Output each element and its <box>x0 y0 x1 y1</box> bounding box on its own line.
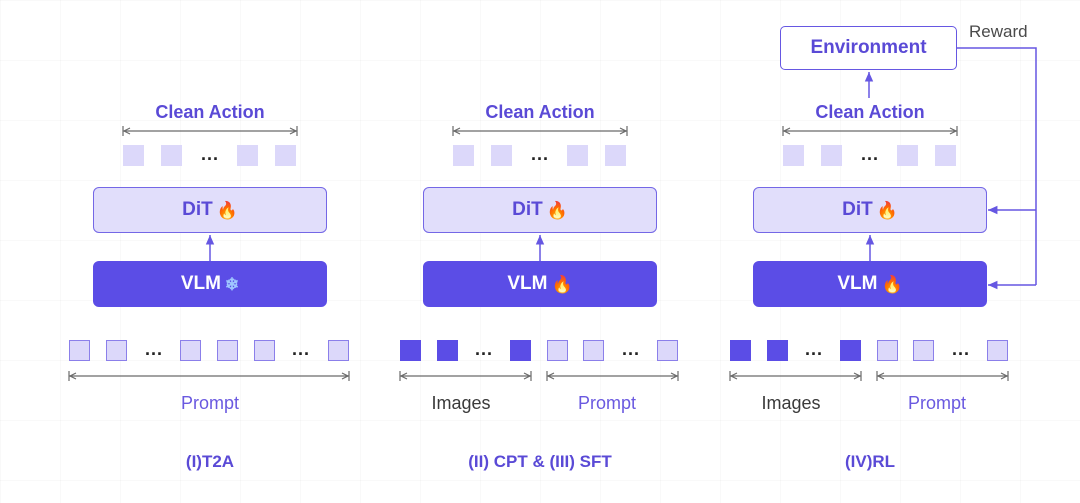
prompt-ellipsis: ... <box>621 339 641 359</box>
prompt-token <box>547 340 568 361</box>
prompt-span-arrow-left <box>68 372 77 380</box>
prompt-token <box>106 340 127 361</box>
action-token <box>161 145 182 166</box>
vlm-box-label: VLM <box>507 273 548 294</box>
prompt-token <box>987 340 1008 361</box>
prompt-token <box>583 340 604 361</box>
dit-box-label: DiT <box>182 199 213 220</box>
environment-box-label: Environment <box>810 37 927 58</box>
prompt-token <box>254 340 275 361</box>
image-token <box>767 340 788 361</box>
image-token <box>840 340 861 361</box>
clean-action-span-arrow-left <box>782 127 791 135</box>
dit-box: DiT🔥 <box>753 187 987 233</box>
fire-icon: 🔥 <box>216 200 238 220</box>
prompt-label: Prompt <box>577 393 637 413</box>
dit-box: DiT🔥 <box>423 187 657 233</box>
clean-action-span-arrow-left <box>122 127 131 135</box>
prompt-token <box>180 340 201 361</box>
prompt-token <box>913 340 934 361</box>
action-token <box>821 145 842 166</box>
action-token <box>897 145 918 166</box>
prompt-token <box>217 340 238 361</box>
prompt-span-arrow-left <box>876 372 885 380</box>
action-token <box>491 145 512 166</box>
fire-icon: 🔥 <box>876 200 898 220</box>
images-label: Images <box>431 393 491 413</box>
prompt-token <box>69 340 90 361</box>
dit-box-label: DiT <box>842 199 873 220</box>
fire-icon: 🔥 <box>881 274 903 294</box>
images-label: Images <box>761 393 821 413</box>
clean-action-span-arrow-left <box>452 127 461 135</box>
dit-box: DiT🔥 <box>93 187 327 233</box>
clean-action-span-arrow-right <box>619 127 628 135</box>
vlm-box: VLM🔥 <box>423 261 657 307</box>
fire-icon: 🔥 <box>546 200 568 220</box>
images-ellipsis: ... <box>474 339 494 359</box>
clean-action-label: Clean Action <box>485 102 595 122</box>
prompt-label: Prompt <box>180 393 240 413</box>
prompt-span-arrow-right <box>341 372 350 380</box>
images-span-arrow-left <box>399 372 408 380</box>
vlm-box: VLM❄ <box>93 261 327 307</box>
prompt-span-arrow-right <box>1000 372 1009 380</box>
images-span-arrow-left <box>729 372 738 380</box>
prompt-label: Prompt <box>907 393 967 413</box>
image-token <box>730 340 751 361</box>
prompt-token <box>657 340 678 361</box>
action-token <box>237 145 258 166</box>
vlm-box-label: VLM <box>837 273 878 294</box>
snowflake-icon: ❄ <box>224 274 240 294</box>
action-token <box>453 145 474 166</box>
action-ellipsis: ... <box>860 144 880 164</box>
action-token <box>567 145 588 166</box>
image-token <box>400 340 421 361</box>
stage-label: (I)T2A <box>185 452 235 471</box>
vlm-box: VLM🔥 <box>753 261 987 307</box>
prompt-ellipsis: ... <box>951 339 971 359</box>
action-token <box>275 145 296 166</box>
reward-label: Reward <box>969 22 1028 41</box>
prompt-token <box>877 340 898 361</box>
clean-action-label: Clean Action <box>155 102 265 122</box>
prompt-span-arrow-left <box>546 372 555 380</box>
prompt-ellipsis: ... <box>291 339 311 359</box>
images-span-arrow-right <box>523 372 532 380</box>
images-span-arrow-right <box>853 372 862 380</box>
action-ellipsis: ... <box>530 144 550 164</box>
clean-action-span-arrow-right <box>949 127 958 135</box>
environment-box: Environment <box>780 26 957 70</box>
prompt-ellipsis: ... <box>144 339 164 359</box>
action-token <box>605 145 626 166</box>
images-ellipsis: ... <box>804 339 824 359</box>
reward-feedback-line <box>957 47 1037 285</box>
clean-action-span-arrow-right <box>289 127 298 135</box>
stage-label: (IV)RL <box>844 452 896 471</box>
prompt-span-arrow-right <box>670 372 679 380</box>
action-token <box>123 145 144 166</box>
prompt-token <box>328 340 349 361</box>
action-token <box>935 145 956 166</box>
action-ellipsis: ... <box>200 144 220 164</box>
vlm-box-label: VLM <box>180 273 221 294</box>
dit-box-label: DiT <box>512 199 543 220</box>
image-token <box>437 340 458 361</box>
clean-action-label: Clean Action <box>815 102 925 122</box>
image-token <box>510 340 531 361</box>
fire-icon: 🔥 <box>551 274 573 294</box>
stage-label: (II) CPT & (III) SFT <box>468 452 612 471</box>
action-token <box>783 145 804 166</box>
